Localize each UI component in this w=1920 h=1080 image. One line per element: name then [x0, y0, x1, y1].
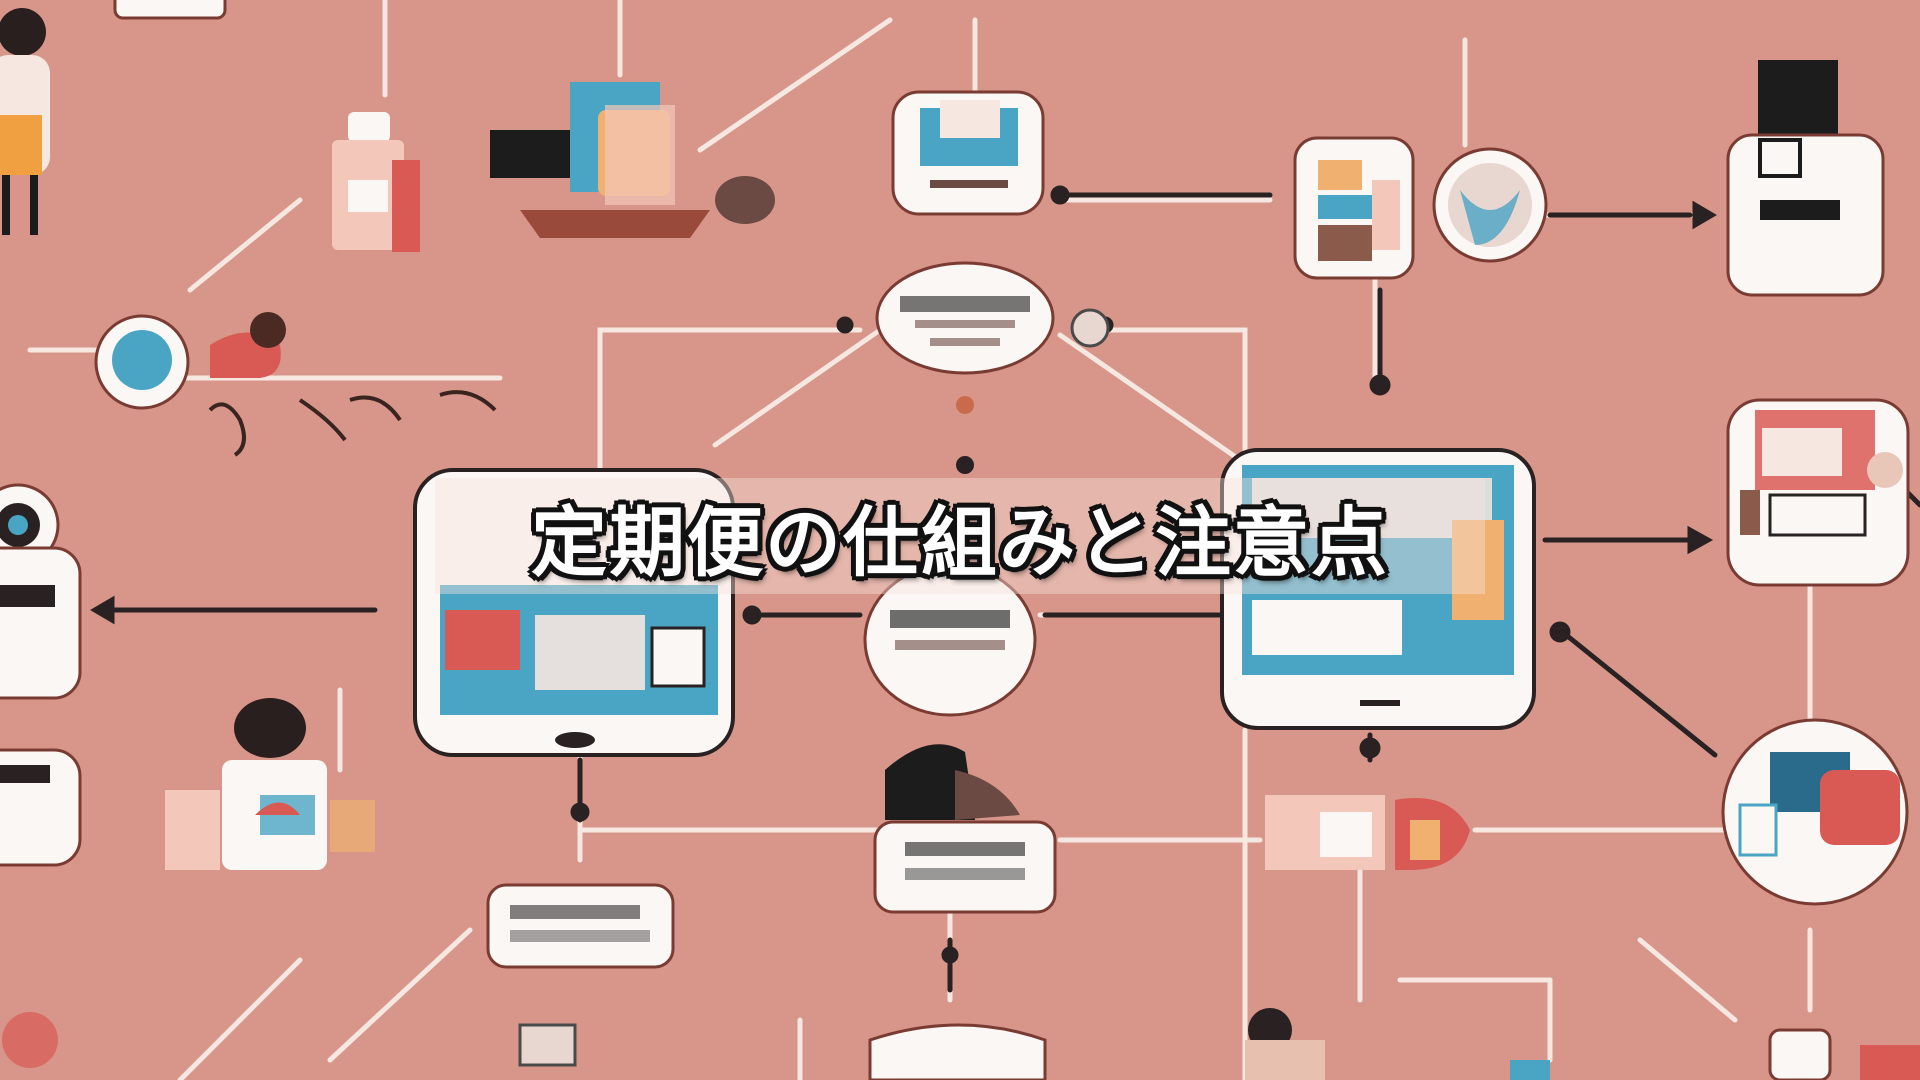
arrow-node — [1359, 737, 1381, 759]
box-icon — [1726, 60, 1885, 297]
arrow-node — [941, 946, 959, 964]
box-icon — [1726, 398, 1910, 587]
connector-line — [177, 957, 303, 1080]
connector-line — [1057, 332, 1243, 463]
arrow-head — [1692, 200, 1717, 230]
arrow-node — [570, 802, 590, 822]
title-banner: 定期便の仕組みと注意点 — [435, 478, 1485, 594]
cup-icon — [332, 112, 420, 252]
connector-line — [712, 327, 883, 448]
person-icon — [165, 698, 375, 870]
tablet-icon — [891, 90, 1045, 216]
laptop-icon — [490, 82, 775, 238]
arrow-head — [90, 595, 115, 625]
connector-line — [697, 17, 893, 153]
connector-line — [327, 927, 473, 1063]
person-icon — [885, 744, 1020, 820]
box-icon — [863, 563, 1037, 717]
laptop-icon — [1220, 448, 1536, 730]
arrow-node — [742, 605, 762, 625]
connector-line — [597, 327, 863, 473]
arrow-node — [1549, 621, 1571, 643]
connector-line — [1637, 937, 1738, 1023]
arrow-node — [1369, 374, 1391, 396]
box-icon — [1293, 136, 1548, 280]
arrow-node — [1050, 185, 1070, 205]
box-icon — [113, 0, 227, 20]
arrow-line — [1557, 627, 1718, 758]
box-icon — [875, 261, 1110, 474]
person-icon — [0, 8, 50, 235]
tablet-icon — [413, 468, 735, 757]
box-icon — [486, 883, 675, 969]
box-icon — [873, 820, 1057, 914]
connector-line — [187, 197, 303, 293]
pin-icon — [94, 312, 286, 410]
page-title: 定期便の仕組みと注意点 — [531, 498, 1389, 587]
connector-line — [1102, 327, 1248, 463]
truck-icon — [1265, 795, 1470, 870]
arrow-node — [836, 316, 854, 334]
arrow-head — [1687, 525, 1714, 555]
box-icon — [1721, 718, 1909, 906]
cup-icon — [2, 1008, 1920, 1080]
box-icon — [0, 483, 82, 867]
person-icon — [208, 390, 497, 457]
